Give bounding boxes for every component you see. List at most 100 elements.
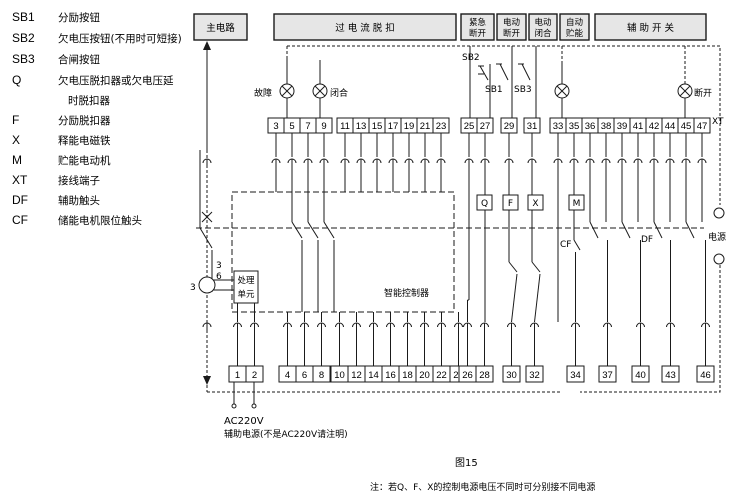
terminal: 23 <box>432 117 450 134</box>
lamp-icon <box>312 60 328 118</box>
legend-row: SB3 合闸按钮 <box>12 52 100 66</box>
m-label: M <box>573 199 581 209</box>
terminal: 47 <box>693 117 711 134</box>
terminal-label: 29 <box>504 121 515 132</box>
ac-voltage-label: AC220V <box>224 416 264 427</box>
current-transformer: 3 6 3 <box>190 261 236 294</box>
plug-icon <box>388 158 398 168</box>
terminal: 4 <box>278 365 297 383</box>
terminal-label: 21 <box>420 121 431 132</box>
sb1-label: SB1 <box>485 85 503 95</box>
plug-icon <box>202 158 212 168</box>
terminal: 17 <box>384 117 402 134</box>
terminal-label: 32 <box>529 370 540 381</box>
terminal: 15 <box>368 117 386 134</box>
plug-icon <box>681 158 691 168</box>
legend-code: XT <box>12 173 28 187</box>
terminal: 11 <box>336 117 354 134</box>
terminal: 26 <box>458 365 477 383</box>
header-emergency-open <box>460 13 495 41</box>
legend: SB1 分励按钮 SB2 欠电压按钮(不用时可短接) SB3 合闸按钮 Q 欠电… <box>12 10 182 227</box>
plug-icon <box>504 158 514 168</box>
plug-icon <box>697 158 707 168</box>
plug-icon <box>617 158 627 168</box>
terminal-label: 35 <box>569 121 580 132</box>
legend-desc: 合闸按钮 <box>58 53 100 66</box>
header-boxes: 主电路 过 电 流 脱 扣 紧急 断开 电动 断开 电动 闭合 自动 贮能 辅 … <box>193 13 707 41</box>
legend-desc: 欠电压脱扣器或欠电压延 <box>58 74 174 87</box>
terminal: 18 <box>398 365 417 383</box>
terminal-label: 38 <box>601 121 612 132</box>
legend-code: Q <box>12 73 21 87</box>
terminal: 19 <box>400 117 418 134</box>
terminal: 29 <box>500 117 518 134</box>
header-electric-open <box>496 13 527 41</box>
lamp-icon <box>677 83 693 118</box>
aux-power-connection <box>231 382 257 409</box>
terminal: 37 <box>598 365 617 383</box>
plug-icon <box>701 322 710 332</box>
dashed-bus <box>206 45 721 393</box>
legend-row: DF 辅助触头 <box>12 193 100 207</box>
header-overcurrent <box>273 13 457 41</box>
plug-icon <box>317 322 326 332</box>
lamp-icon <box>554 62 570 118</box>
legend-desc: 辅助触头 <box>58 194 100 207</box>
bottom-plug-row <box>202 322 710 366</box>
terminal: 31 <box>523 117 541 134</box>
terminal-label: 47 <box>697 121 708 132</box>
plug-icon <box>271 158 281 168</box>
plug-icon <box>569 158 579 168</box>
plug-icon <box>480 158 490 168</box>
terminal-label: 10 <box>334 370 345 381</box>
header-main-circuit <box>193 13 248 41</box>
terminal: 44 <box>661 117 679 134</box>
plug-icon <box>463 322 472 332</box>
legend-desc: 释能电磁铁 <box>58 134 111 147</box>
terminal-label: 40 <box>635 370 646 381</box>
terminal: 30 <box>502 365 521 383</box>
terminal-label: 39 <box>617 121 628 132</box>
terminal: 8 <box>312 365 331 383</box>
plug-icon <box>601 158 611 168</box>
plug-icon <box>352 322 361 332</box>
terminal-label: 22 <box>436 370 447 381</box>
terminal: 16 <box>381 365 400 383</box>
plug-icon <box>480 322 489 332</box>
closed-label: 闭合 <box>330 87 348 99</box>
terminal: 46 <box>696 365 715 383</box>
plug-icon <box>464 158 474 168</box>
legend-code: X <box>12 133 20 147</box>
cf-label: CF <box>560 240 571 250</box>
plug-icon <box>335 322 344 332</box>
plug-icon <box>420 322 429 332</box>
plug-icon <box>420 158 430 168</box>
processing-unit-line1: 处理 <box>237 275 255 286</box>
plug-icon <box>649 158 659 168</box>
terminal: 33 <box>549 117 567 134</box>
indicator-lamps: 故障 闭合 断开 <box>254 58 712 118</box>
legend-desc: 接线端子 <box>58 174 100 187</box>
ct-label-3b: 3 <box>190 283 196 293</box>
plug-icon <box>303 158 313 168</box>
plug-icon <box>553 158 563 168</box>
fault-label: 故障 <box>254 87 272 99</box>
processing-unit-line2: 单元 <box>237 289 255 300</box>
terminal: 45 <box>677 117 695 134</box>
header-electric-open-line2: 断开 <box>503 28 521 39</box>
terminal-label: 12 <box>351 370 362 381</box>
power-terminal-icon <box>713 253 725 265</box>
plug-icon <box>633 158 643 168</box>
terminal: 2 <box>245 365 264 383</box>
terminal: 7 <box>299 117 317 134</box>
terminal: 3 <box>267 117 285 134</box>
sb3-label: SB3 <box>514 85 532 95</box>
terminal: 12 <box>347 365 366 383</box>
terminal-label: 9 <box>321 121 326 132</box>
top-plug-row <box>202 133 707 168</box>
terminal-label: 14 <box>368 370 379 381</box>
ct-label-3: 3 <box>216 261 222 271</box>
header-aux-switch <box>594 13 707 41</box>
terminal-label: 8 <box>319 370 324 381</box>
terminal-label: 45 <box>681 121 692 132</box>
